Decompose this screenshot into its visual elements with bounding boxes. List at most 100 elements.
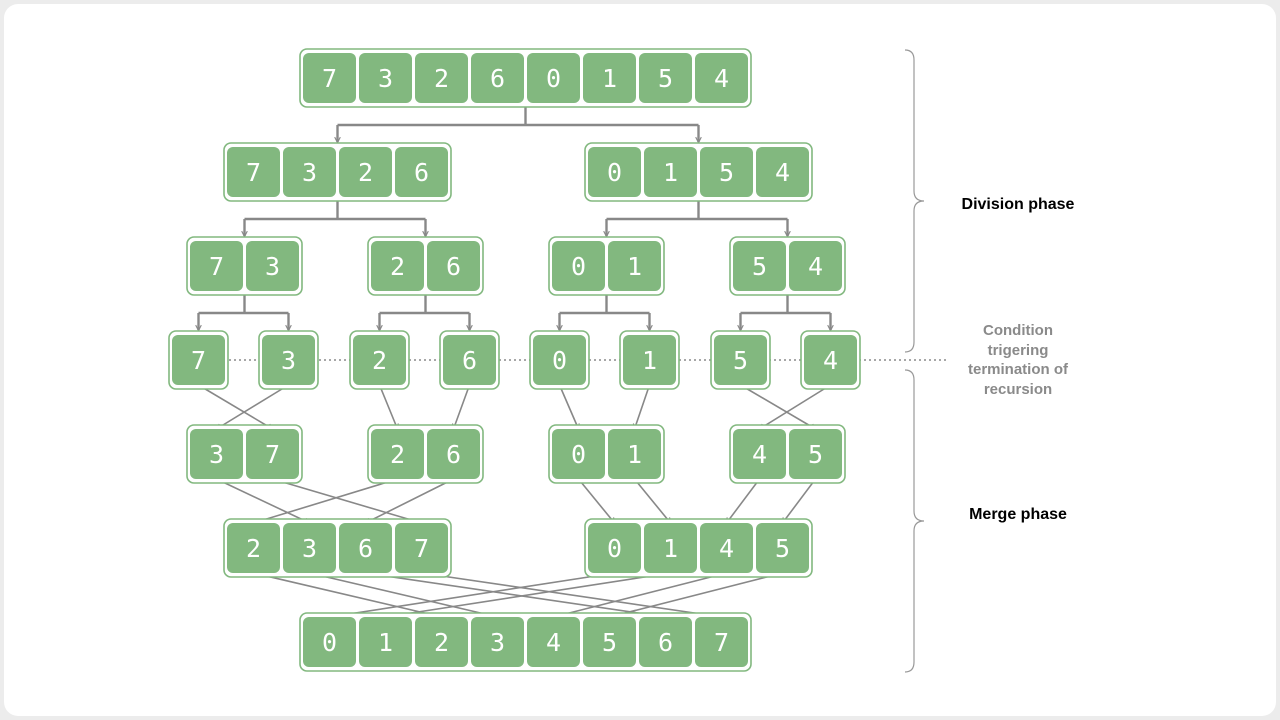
array-cell	[695, 53, 748, 103]
array-group: 6	[439, 330, 500, 390]
cell-value: 4	[823, 346, 838, 375]
merge-arrow	[610, 572, 783, 617]
cell-value: 0	[571, 252, 586, 281]
array-group-frame	[584, 518, 813, 578]
cell-value: 4	[546, 628, 561, 657]
cell-value: 5	[775, 534, 790, 563]
array-cell	[371, 429, 424, 479]
cell-value: 1	[663, 158, 678, 187]
cell-value: 5	[733, 346, 748, 375]
array-group: 2	[349, 330, 410, 390]
array-cell	[262, 335, 315, 385]
cell-value: 2	[434, 628, 449, 657]
array-group-frame	[223, 518, 452, 578]
array-cell	[303, 53, 356, 103]
array-cell	[427, 241, 480, 291]
array-cell	[756, 147, 809, 197]
cell-value: 7	[209, 252, 224, 281]
array-group: 3	[258, 330, 319, 390]
cell-value: 6	[490, 64, 505, 93]
array-group-frame	[299, 48, 752, 108]
array-group: 7	[168, 330, 229, 390]
cell-value: 3	[302, 158, 317, 187]
array-group: 4	[800, 330, 861, 390]
merge-arrow	[727, 478, 761, 523]
cell-value: 0	[546, 64, 561, 93]
merge-phase-label: Merge phase	[969, 506, 1067, 523]
cell-value: 3	[378, 64, 393, 93]
cell-value: 7	[265, 440, 280, 469]
array-cell	[395, 523, 448, 573]
cell-value: 2	[390, 440, 405, 469]
array-cell	[227, 523, 280, 573]
array-group: 0	[529, 330, 590, 390]
array-cell	[639, 617, 692, 667]
array-cell	[283, 147, 336, 197]
cell-value: 5	[719, 158, 734, 187]
merge-arrow	[330, 572, 615, 617]
cell-value: 7	[246, 158, 261, 187]
cell-value: 0	[607, 534, 622, 563]
merge-arrow	[386, 572, 671, 617]
merge-arrow	[217, 384, 289, 429]
array-cell	[583, 53, 636, 103]
array-cell	[533, 335, 586, 385]
cell-value: 7	[191, 346, 206, 375]
array-cell	[339, 523, 392, 573]
cell-value: 5	[602, 628, 617, 657]
cell-value: 7	[414, 534, 429, 563]
array-cell	[190, 429, 243, 479]
cell-value: 1	[602, 64, 617, 93]
cell-value: 3	[209, 440, 224, 469]
array-cell	[804, 335, 857, 385]
array-cell	[415, 617, 468, 667]
merge-arrow	[558, 384, 579, 429]
array-cell	[527, 53, 580, 103]
cell-value: 6	[446, 252, 461, 281]
array-cell	[246, 241, 299, 291]
array-group-frame	[584, 142, 813, 202]
merge-arrow	[272, 478, 422, 523]
array-cell	[644, 523, 697, 573]
cell-value: 2	[434, 64, 449, 93]
array-cell	[415, 53, 468, 103]
cell-value: 0	[571, 440, 586, 469]
cell-value: 2	[246, 534, 261, 563]
array-cell	[552, 429, 605, 479]
array-cell	[527, 617, 580, 667]
merge-arrow	[365, 572, 666, 617]
array-cell	[608, 241, 661, 291]
cell-value: 7	[714, 628, 729, 657]
cell-value: 4	[752, 440, 767, 469]
merge-arrow	[454, 384, 471, 429]
array-cell	[471, 617, 524, 667]
array-cell	[639, 53, 692, 103]
array-cell	[303, 617, 356, 667]
array-cell	[359, 53, 412, 103]
cell-value: 6	[446, 440, 461, 469]
merge-arrow	[378, 384, 398, 429]
merge-arrow	[783, 478, 817, 523]
array-cell	[227, 147, 280, 197]
merge-arrow	[254, 478, 398, 523]
merge-arrow	[253, 572, 442, 617]
array-cell	[190, 241, 243, 291]
array-group: 1	[619, 330, 680, 390]
array-cell	[443, 335, 496, 385]
cell-value: 6	[358, 534, 373, 563]
cell-value: 1	[378, 628, 393, 657]
connector-layer	[199, 107, 831, 617]
array-cell	[283, 523, 336, 573]
array-cell	[733, 241, 786, 291]
cell-value: 1	[627, 252, 642, 281]
merge-arrow	[633, 478, 671, 523]
